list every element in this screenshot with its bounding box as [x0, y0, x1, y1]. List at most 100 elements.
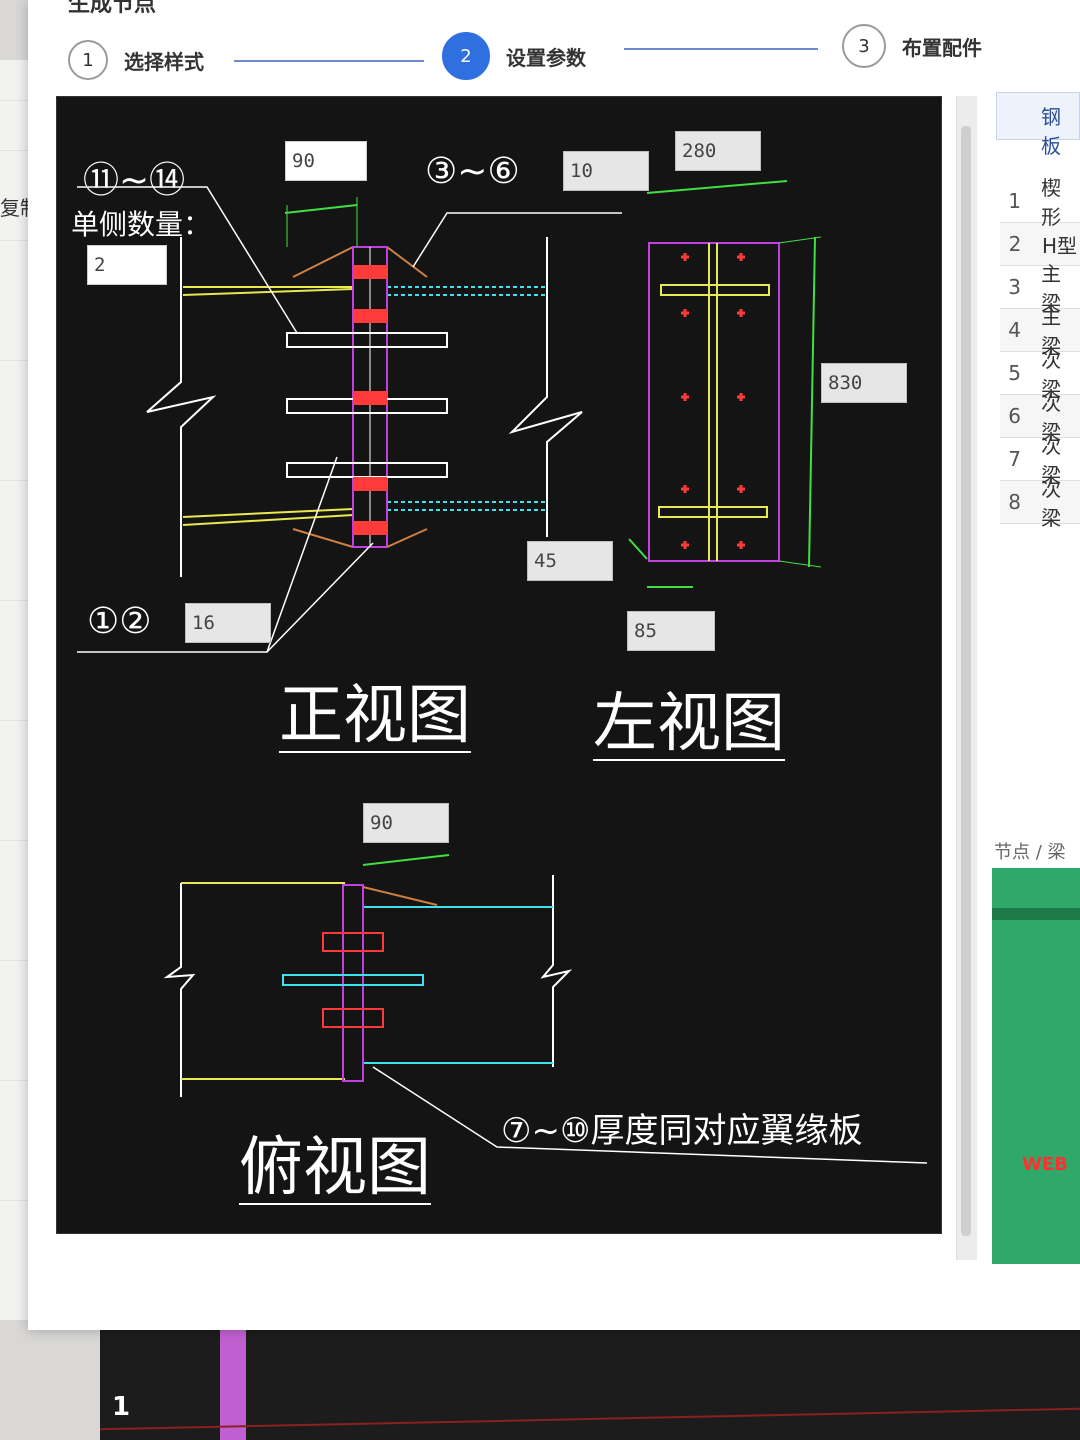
- top-view-drawing: [163, 854, 928, 1164]
- front-bottom-flange-left: [182, 508, 354, 518]
- row-name: 次梁: [1041, 391, 1062, 444]
- top-dim-90-line: [362, 854, 450, 866]
- left-dim-ext: [778, 560, 822, 568]
- diagram-scrollbar[interactable]: [956, 96, 977, 1260]
- step-label: 设置参数: [506, 45, 586, 70]
- step-number: 3: [842, 24, 886, 68]
- left-top-flange: [660, 284, 770, 296]
- row-name: H型: [1042, 233, 1078, 258]
- table-row[interactable]: 6 次梁: [1000, 391, 1080, 444]
- front-web-plate: [286, 462, 448, 478]
- node-3d-preview[interactable]: WEB: [992, 868, 1080, 1264]
- preview-caption: 节点 / 梁: [994, 842, 1066, 863]
- leader-plates-1-2-b: [266, 542, 374, 653]
- row-name: 次梁: [1041, 348, 1062, 401]
- front-web-plate: [286, 332, 448, 348]
- left-dim-280-line: [646, 180, 788, 194]
- label-plates-3-6: ③~⑥: [425, 151, 520, 192]
- row-index: 1: [1008, 189, 1021, 213]
- table-row[interactable]: 1 楔形: [1000, 176, 1080, 229]
- front-bolts: [353, 265, 387, 535]
- row-name: 主梁: [1041, 262, 1062, 315]
- dialog-title: 生成节点: [68, 0, 157, 17]
- background-axis-number: 1: [112, 1392, 131, 1422]
- front-dim-45-input[interactable]: 45: [527, 541, 613, 581]
- step-set-parameters[interactable]: 2 设置参数: [442, 32, 586, 80]
- single-side-count-input[interactable]: 2: [87, 245, 167, 285]
- left-bolt-pair: [681, 393, 745, 401]
- step-connector: [624, 48, 818, 50]
- row-name: 楔形: [1041, 176, 1062, 229]
- top-dim-90-input[interactable]: 90: [363, 803, 449, 843]
- diagram-drawing: [77, 180, 928, 1164]
- preview-beam-band: [992, 908, 1080, 920]
- front-view-title: 正视图: [279, 679, 471, 754]
- top-bolt: [322, 932, 384, 952]
- row-index: 5: [1008, 361, 1021, 385]
- plate-3-6-thickness-input[interactable]: 10: [563, 151, 649, 191]
- background-column: [220, 1330, 246, 1440]
- row-index: 6: [1008, 404, 1021, 428]
- left-dim-ext: [778, 236, 822, 244]
- row-name: 次梁: [1041, 434, 1062, 487]
- top-haunch: [362, 886, 438, 906]
- tab-steel-plate[interactable]: 钢板: [996, 92, 1080, 158]
- left-bolt-pair: [681, 541, 745, 549]
- background-cad-viewport: 1: [100, 1330, 1080, 1440]
- table-row[interactable]: 7 次梁: [1000, 434, 1080, 487]
- left-bolt-pair: [681, 253, 745, 261]
- row-index: 8: [1008, 490, 1021, 514]
- front-left-break-line: [146, 237, 217, 577]
- front-dim-90-input[interactable]: 90: [285, 141, 367, 181]
- left-bolt-pair: [681, 485, 745, 493]
- step-select-style[interactable]: 1 选择样式: [68, 40, 204, 80]
- table-row[interactable]: 4 主梁: [1000, 305, 1080, 358]
- diagram-scrollbar-thumb[interactable]: [961, 126, 971, 1236]
- top-web-plate: [282, 974, 424, 986]
- top-right-break-line: [540, 875, 573, 1067]
- left-dim-45-line: [628, 538, 648, 560]
- left-bolts: [681, 253, 745, 549]
- left-dim-85-input[interactable]: 85: [627, 611, 715, 651]
- table-row[interactable]: 3 主梁: [1000, 262, 1080, 315]
- front-bolt: [353, 477, 387, 491]
- front-view-drawing: [77, 186, 622, 653]
- table-row[interactable]: 8 次梁: [1000, 477, 1080, 530]
- row-index: 7: [1008, 447, 1021, 471]
- left-bolt-pair: [681, 309, 745, 317]
- top-bolt: [322, 1008, 384, 1028]
- preview-tag: WEB: [1022, 1154, 1068, 1175]
- step-label: 选择样式: [124, 49, 204, 74]
- left-dim-830-line: [808, 236, 816, 568]
- left-dim-830-input[interactable]: 830: [821, 363, 907, 403]
- step-number: 2: [442, 32, 490, 80]
- step-label: 布置配件: [902, 35, 982, 60]
- left-dim-280-input[interactable]: 280: [675, 131, 761, 171]
- left-view-drawing: [628, 180, 822, 588]
- step-place-accessories[interactable]: 3 布置配件: [842, 24, 982, 68]
- top-end-plate: [342, 884, 364, 1082]
- table-row[interactable]: 2 H型: [1000, 223, 1080, 266]
- table-row[interactable]: 5 次梁: [1000, 348, 1080, 401]
- row-name: 次梁: [1041, 477, 1062, 530]
- left-end-plate: [648, 242, 780, 562]
- row-name: 主梁: [1041, 305, 1062, 358]
- label-single-side-count: 单侧数量：: [71, 208, 212, 241]
- front-dim-90-line: [284, 204, 358, 214]
- node-parameter-diagram: ⑪~⑭ 单侧数量： 2 90 ③~⑥ 10 ①② 16 45 正视图 280 8…: [56, 96, 942, 1234]
- front-bolt: [353, 391, 387, 405]
- leader-plates-3-6: [412, 212, 622, 268]
- row-index: 4: [1008, 318, 1021, 342]
- top-view-title: 俯视图: [239, 1131, 431, 1206]
- front-bottom-flange-left-2: [182, 514, 354, 526]
- step-number: 1: [68, 40, 108, 80]
- row-index: 3: [1008, 275, 1021, 299]
- plate-1-2-thickness-input[interactable]: 16: [185, 603, 271, 643]
- component-table: 1 楔形 2 H型 3 主梁 4 主梁 5 次梁 6 次梁 7 次梁 8 次梁: [1000, 176, 1080, 530]
- front-bolt: [353, 521, 387, 535]
- row-index: 2: [1008, 232, 1022, 256]
- leader-plates-7-10: [372, 1066, 928, 1164]
- note-plates-7-10: ⑦~⑩厚度同对应翼缘板: [501, 1111, 863, 1151]
- label-bolt-rows: ⑪~⑭: [83, 160, 186, 201]
- background-axis-line: [100, 1407, 1080, 1431]
